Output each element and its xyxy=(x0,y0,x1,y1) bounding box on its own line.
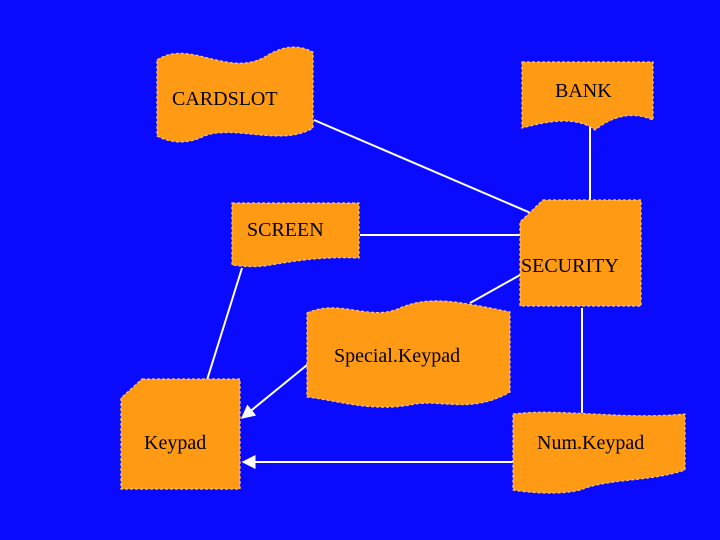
node-keypad xyxy=(120,378,241,490)
label-special-keypad: Special.Keypad xyxy=(334,345,460,367)
edge-security-specialkeypad xyxy=(469,274,521,304)
label-screen: SCREEN xyxy=(247,219,324,241)
edge-cardslot-security xyxy=(313,119,534,215)
node-num-keypad xyxy=(512,411,686,494)
node-screen xyxy=(231,202,360,268)
node-security xyxy=(519,199,642,307)
label-keypad: Keypad xyxy=(144,432,206,454)
label-bank: BANK xyxy=(555,80,612,102)
edge-screen-keypad xyxy=(206,267,243,381)
label-cardslot: CARDSLOT xyxy=(172,88,278,110)
label-num-keypad: Num.Keypad xyxy=(537,432,644,454)
edge-specialkeypad-keypad xyxy=(240,364,308,419)
node-special-keypad xyxy=(306,300,511,408)
label-security: SECURITY xyxy=(521,255,619,277)
node-bank xyxy=(521,61,654,131)
node-cardslot xyxy=(156,46,314,143)
